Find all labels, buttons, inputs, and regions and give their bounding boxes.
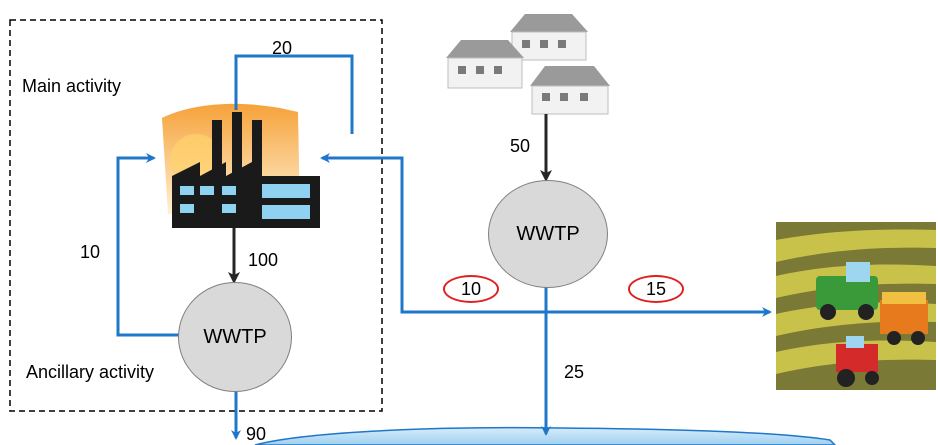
water-body bbox=[254, 426, 837, 445]
flow-municipal-to-agriculture-value: 15 bbox=[628, 275, 684, 303]
flow-municipal-to-factory-value: 10 bbox=[443, 275, 499, 303]
flow-municipal-to-agriculture-text: 15 bbox=[645, 278, 667, 299]
ancillary-activity-label: Ancillary activity bbox=[26, 362, 155, 382]
main-activity-label: Main activity bbox=[22, 76, 122, 96]
wwtp-internal-node: WWTP bbox=[178, 282, 292, 392]
wwtp-internal-label: WWTP bbox=[203, 325, 267, 348]
flow-reuse-loop-value: 10 bbox=[80, 242, 101, 262]
flow-to-internal-wwtp-value: 100 bbox=[248, 250, 279, 270]
flow-houses-to-wwtp-value: 50 bbox=[510, 136, 531, 156]
arrow-reuse-loop bbox=[116, 153, 180, 337]
factory-icon bbox=[162, 103, 320, 228]
flow-internal-recycle-value: 20 bbox=[272, 38, 293, 58]
agriculture-icon bbox=[776, 222, 936, 390]
flow-municipal-discharge-value: 25 bbox=[564, 362, 585, 382]
plant-boundary bbox=[9, 19, 383, 412]
wwtp-municipal-node: WWTP bbox=[488, 180, 608, 288]
arrow-municipal-to-factory bbox=[320, 153, 548, 314]
arrow-internal-recycle bbox=[234, 54, 354, 134]
houses-icon bbox=[446, 14, 610, 115]
flow-municipal-to-factory-text: 10 bbox=[460, 278, 482, 299]
flow-internal-discharge-value: 90 bbox=[246, 424, 267, 444]
wwtp-municipal-label: WWTP bbox=[516, 222, 580, 245]
